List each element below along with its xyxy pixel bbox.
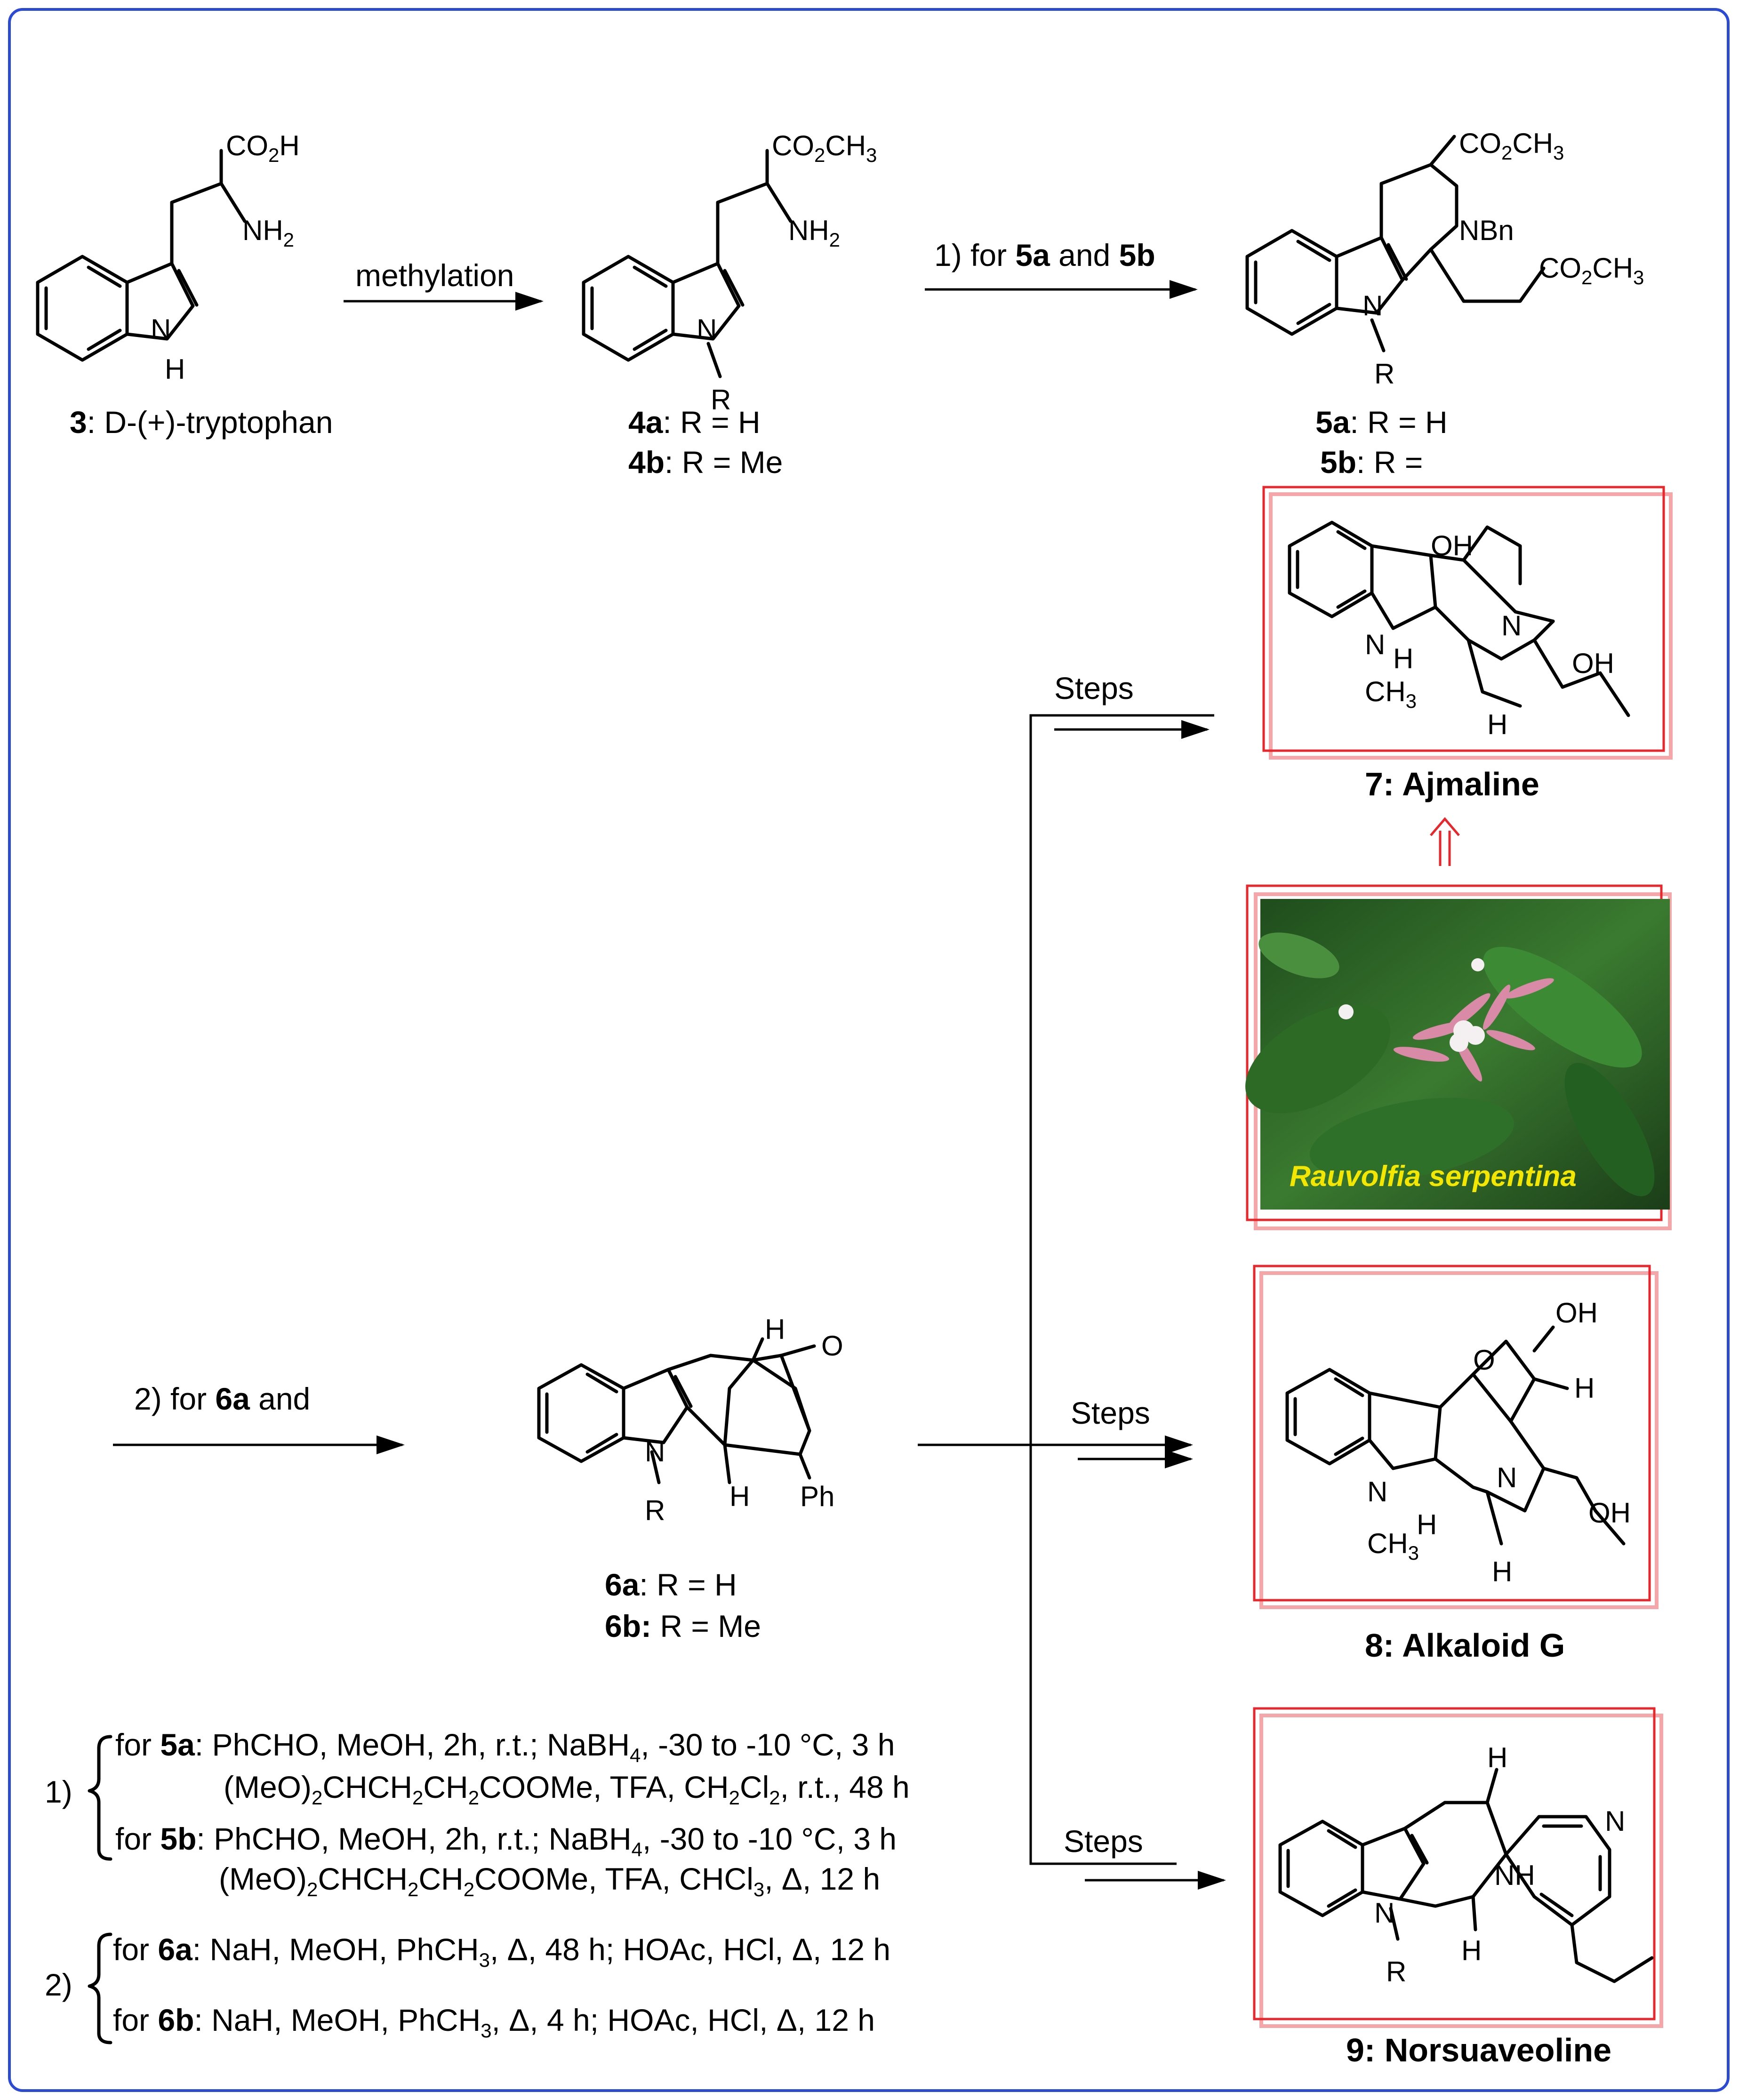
h-atom: H <box>765 1314 785 1345</box>
structure-8-alkaloid-g: OH O H N OH N H CH3 H <box>1285 1297 1631 1587</box>
label-3: 3: D-(+)-tryptophan <box>70 405 333 440</box>
condition-line-3: for 5b: PhCHO, MeOH, 2h, r.t.; NaBH4, -3… <box>115 1821 897 1860</box>
structure-3-tryptophan: N H CO2H NH2 <box>36 130 300 385</box>
condition-line-4: (MeO)2CHCH2CH2COOMe, TFA, CHCl3, Δ, 12 h <box>219 1861 880 1900</box>
n-atom: N <box>1362 290 1383 321</box>
box-8-frame <box>1253 1265 1651 1602</box>
h-atom: H <box>1574 1372 1595 1404</box>
label-7: 7: Ajmaline <box>1365 766 1539 802</box>
methylation-label: methylation <box>355 258 514 293</box>
n-atom: N <box>1374 1897 1394 1929</box>
photo-rauvolfia: Rauvolfia serpentina <box>1245 899 1670 1210</box>
box-7-shadow <box>1269 492 1673 760</box>
connector-bottom <box>1029 1445 1177 1865</box>
label-6b: 6b: R = Me <box>605 1609 761 1643</box>
connector-top <box>918 714 1214 1446</box>
h-atom: H <box>1487 1742 1507 1773</box>
retro-arrow <box>1430 817 1460 866</box>
box-9-frame <box>1253 1707 1656 2020</box>
photo-caption: Rauvolfia serpentina <box>1290 1160 1577 1193</box>
r-atom: R <box>1374 358 1394 390</box>
svg-text:CO2H: CO2H <box>226 130 300 166</box>
o-atom: O <box>1473 1344 1495 1376</box>
n-atom: N <box>1365 629 1385 660</box>
svg-text:CO2CH3: CO2CH3 <box>1539 252 1644 289</box>
r-atom: R <box>645 1495 665 1526</box>
box-7-frame <box>1262 486 1665 752</box>
r-atom: R <box>711 384 731 416</box>
structure-9-norsuaveoline: H N NH N R H <box>1278 1742 1654 1988</box>
r-atom: R <box>1386 1956 1406 1988</box>
n-atom: N <box>1501 610 1522 641</box>
brace-2 <box>88 1932 112 2044</box>
svg-text:NH2: NH2 <box>788 215 840 251</box>
steps-label-7: Steps <box>1054 671 1134 705</box>
condition-line-5: for 6a: NaH, MeOH, PhCH3, Δ, 48 h; HOAc,… <box>113 1932 890 1971</box>
n-atom: N <box>697 313 717 345</box>
label-9: 9: Norsuaveoline <box>1346 2032 1611 2068</box>
h-atom: H <box>729 1481 750 1512</box>
svg-text:CO2CH3: CO2CH3 <box>1459 128 1564 164</box>
svg-text:NH2: NH2 <box>242 215 294 251</box>
step2-label: 2) for 6a and <box>134 1381 310 1416</box>
h-atom: H <box>1487 709 1507 740</box>
nh-atom: NH <box>1494 1860 1535 1891</box>
svg-text:CO2CH3: CO2CH3 <box>772 130 877 166</box>
structure-7-ajmaline: OH N OH N H CH3 H <box>1288 521 1630 740</box>
o-atom: O <box>821 1330 843 1362</box>
structure-4: N R CO2CH3 NH2 <box>582 130 877 416</box>
h-atom: H <box>1461 1935 1482 1966</box>
condition-number-1: 1) <box>45 1774 72 1809</box>
h-atom: H <box>165 353 185 385</box>
nbn-group: NBn <box>1459 215 1514 246</box>
outer-border <box>8 8 1730 2092</box>
label-8: 8: Alkaloid G <box>1365 1627 1565 1664</box>
n-atom: N <box>1497 1462 1517 1493</box>
h-atom: H <box>1393 643 1413 674</box>
oh-atom: OH <box>1555 1297 1598 1329</box>
structure-6: H O N R H Ph <box>537 1314 843 1526</box>
ph-group: Ph <box>800 1481 834 1512</box>
steps-label-9: Steps <box>1064 1824 1143 1859</box>
n-atom: N <box>645 1436 665 1467</box>
label-6a: 6a: R = H <box>605 1567 737 1602</box>
condition-line-1: for 5a: PhCHO, MeOH, 2h, r.t.; NaBH4, -3… <box>115 1727 895 1766</box>
oh-atom: OH <box>1588 1497 1631 1529</box>
step1-label: 1) for 5a and 5b <box>934 238 1155 273</box>
conditions-block: 1) for 5a: PhCHO, MeOH, 2h, r.t.; NaBH4,… <box>45 1727 910 2044</box>
n-atom: N <box>1367 1476 1387 1507</box>
oh-atom: OH <box>1572 648 1614 679</box>
structure-5: N R CO2CH3 NBn CO2CH3 <box>1245 128 1644 390</box>
box-8-shadow <box>1259 1271 1659 1609</box>
condition-number-2: 2) <box>45 1967 72 2002</box>
oh-atom: OH <box>1431 530 1473 561</box>
h-atom: H <box>1492 1556 1512 1587</box>
h-atom: H <box>1417 1509 1437 1540</box>
n-atom: N <box>1605 1805 1625 1837</box>
svg-text:CH3: CH3 <box>1365 676 1417 712</box>
label-4b: 4b: R = Me <box>628 445 783 480</box>
brace-1 <box>88 1735 112 1861</box>
label-5a: 5a: R = H <box>1315 405 1448 440</box>
svg-text:CH3: CH3 <box>1367 1528 1419 1564</box>
n-atom: N <box>151 313 171 345</box>
steps-label-8: Steps <box>1071 1395 1150 1430</box>
condition-line-6: for 6b: NaH, MeOH, PhCH3, Δ, 4 h; HOAc, … <box>113 2003 875 2042</box>
box-9-shadow <box>1259 1714 1663 2028</box>
condition-line-2: (MeO)2CHCH2CH2COOMe, TFA, CH2Cl2, r.t., … <box>224 1770 910 1809</box>
label-5b: 5b: R = <box>1320 445 1423 480</box>
label-4a: 4a: R = H <box>628 405 761 440</box>
